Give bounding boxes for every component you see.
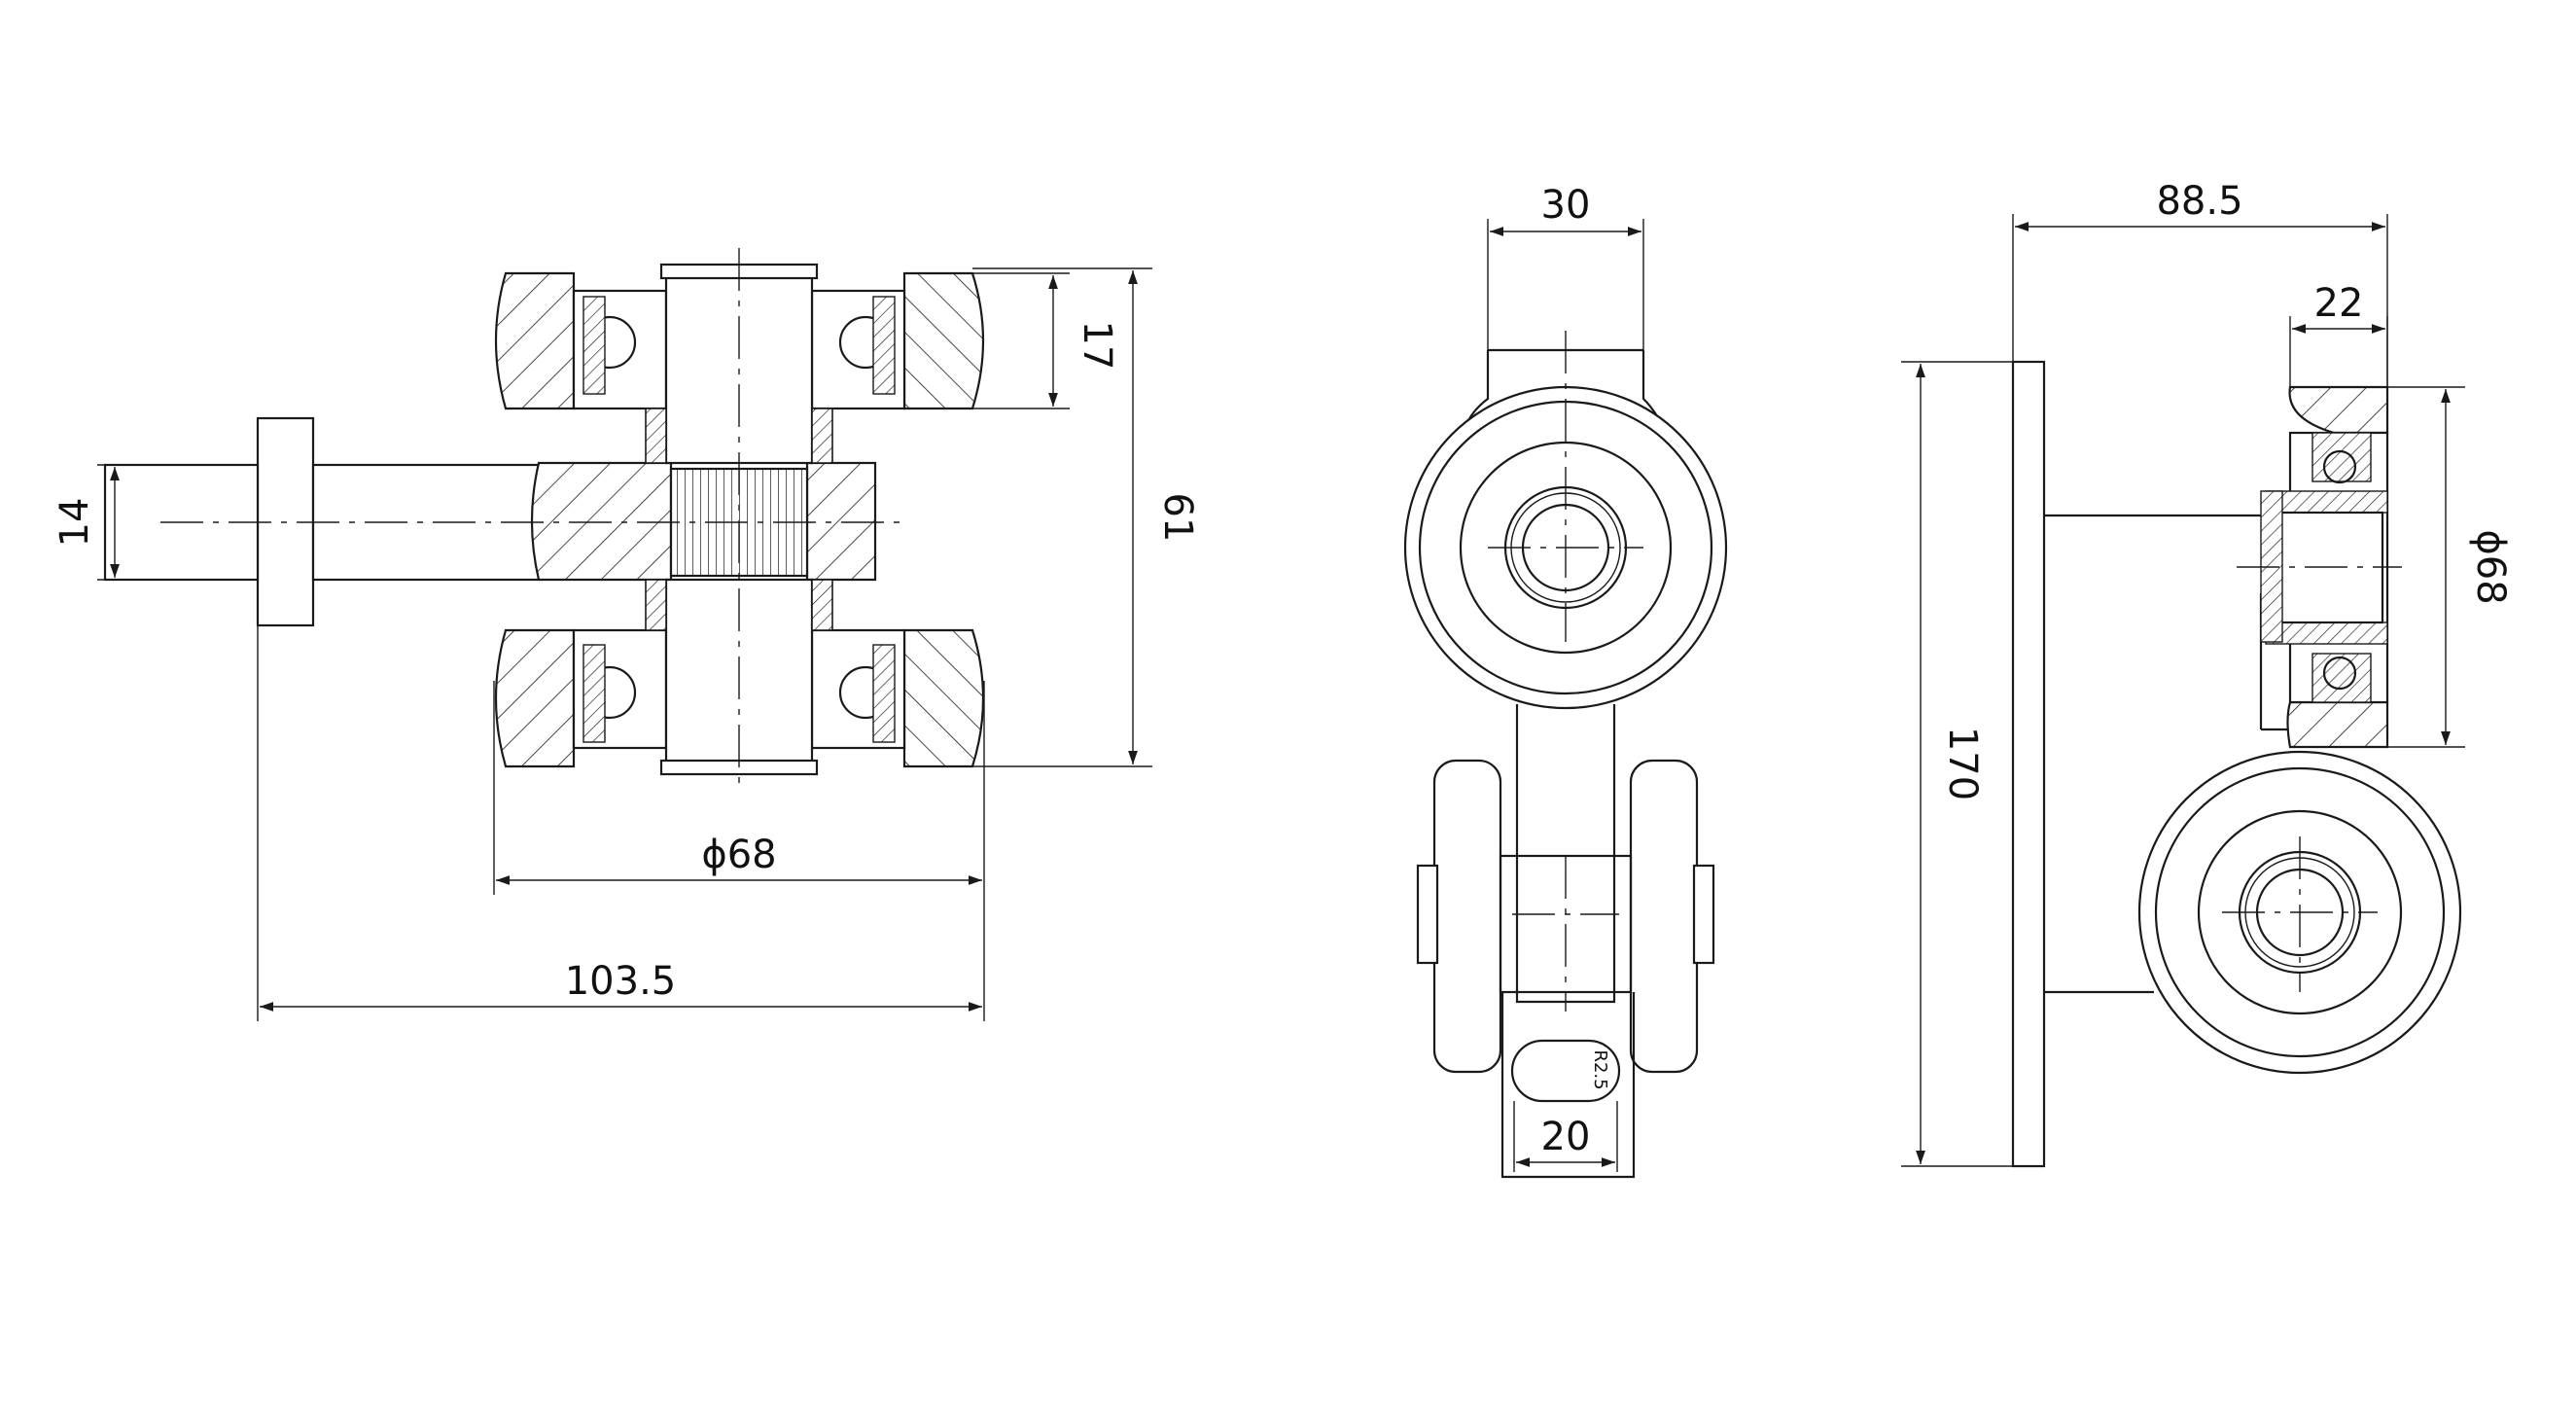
spacer [811,579,833,631]
dim-arm-width: 30 [1541,183,1591,228]
roller-hub [2197,809,2403,1015]
upper-wheel-right [902,271,985,410]
bearing-ball [2322,449,2357,484]
roller-section-bottom [2286,700,2389,749]
spacer [645,408,667,464]
race [582,644,606,743]
side-view: R2.5 30 20 [1403,183,1728,1179]
roller-section-top [2288,385,2389,435]
top-view: 88.5 22 ϕ68 170 [1901,179,2513,1168]
bearing-race [2311,432,2372,482]
dim-slot-radius: R2.5 [1590,1049,1610,1089]
dim-total-depth: 88.5 [2156,179,2242,224]
washer [2265,622,2388,645]
lower-wheel-left [1432,759,1502,1074]
hub-left [1416,864,1439,965]
washer [2265,490,2388,514]
race [872,644,896,743]
upper-wheel-left [494,271,576,410]
dim-total-height: 61 [1155,493,1200,543]
dim-total-height-right: 170 [1940,727,1985,800]
dim-total-length: 103.5 [565,959,677,1004]
lower-wheel-right [1629,759,1699,1074]
dim-wheel-width: 22 [2314,281,2364,326]
bearing-race [2311,653,2372,703]
spacer [811,408,833,464]
race [872,296,896,395]
dim-wheel-diameter: ϕ68 [701,833,776,877]
bearing-ball [2322,656,2357,691]
bracket-bottom [1500,992,1636,1179]
dim-bearing-width: 17 [1075,321,1119,371]
dim-right-wheel-diameter: ϕ68 [2468,529,2513,604]
hub-right [1692,864,1715,965]
roller-rim [2154,766,2446,1058]
lower-wheel-left [494,628,576,768]
dim-slot-width: 20 [1541,1115,1591,1159]
hub-section-right [805,461,877,582]
lower-wheel-right [902,628,985,768]
front-section-view: 14 17 61 ϕ68 103.5 [53,248,1200,1021]
race [582,296,606,395]
slot [1510,1039,1621,1103]
base-plate [2011,360,2046,1168]
wheel-hub [1459,441,1673,655]
dim-shaft-width: 14 [53,498,97,548]
hub-section [530,461,673,582]
spacer [645,579,667,631]
